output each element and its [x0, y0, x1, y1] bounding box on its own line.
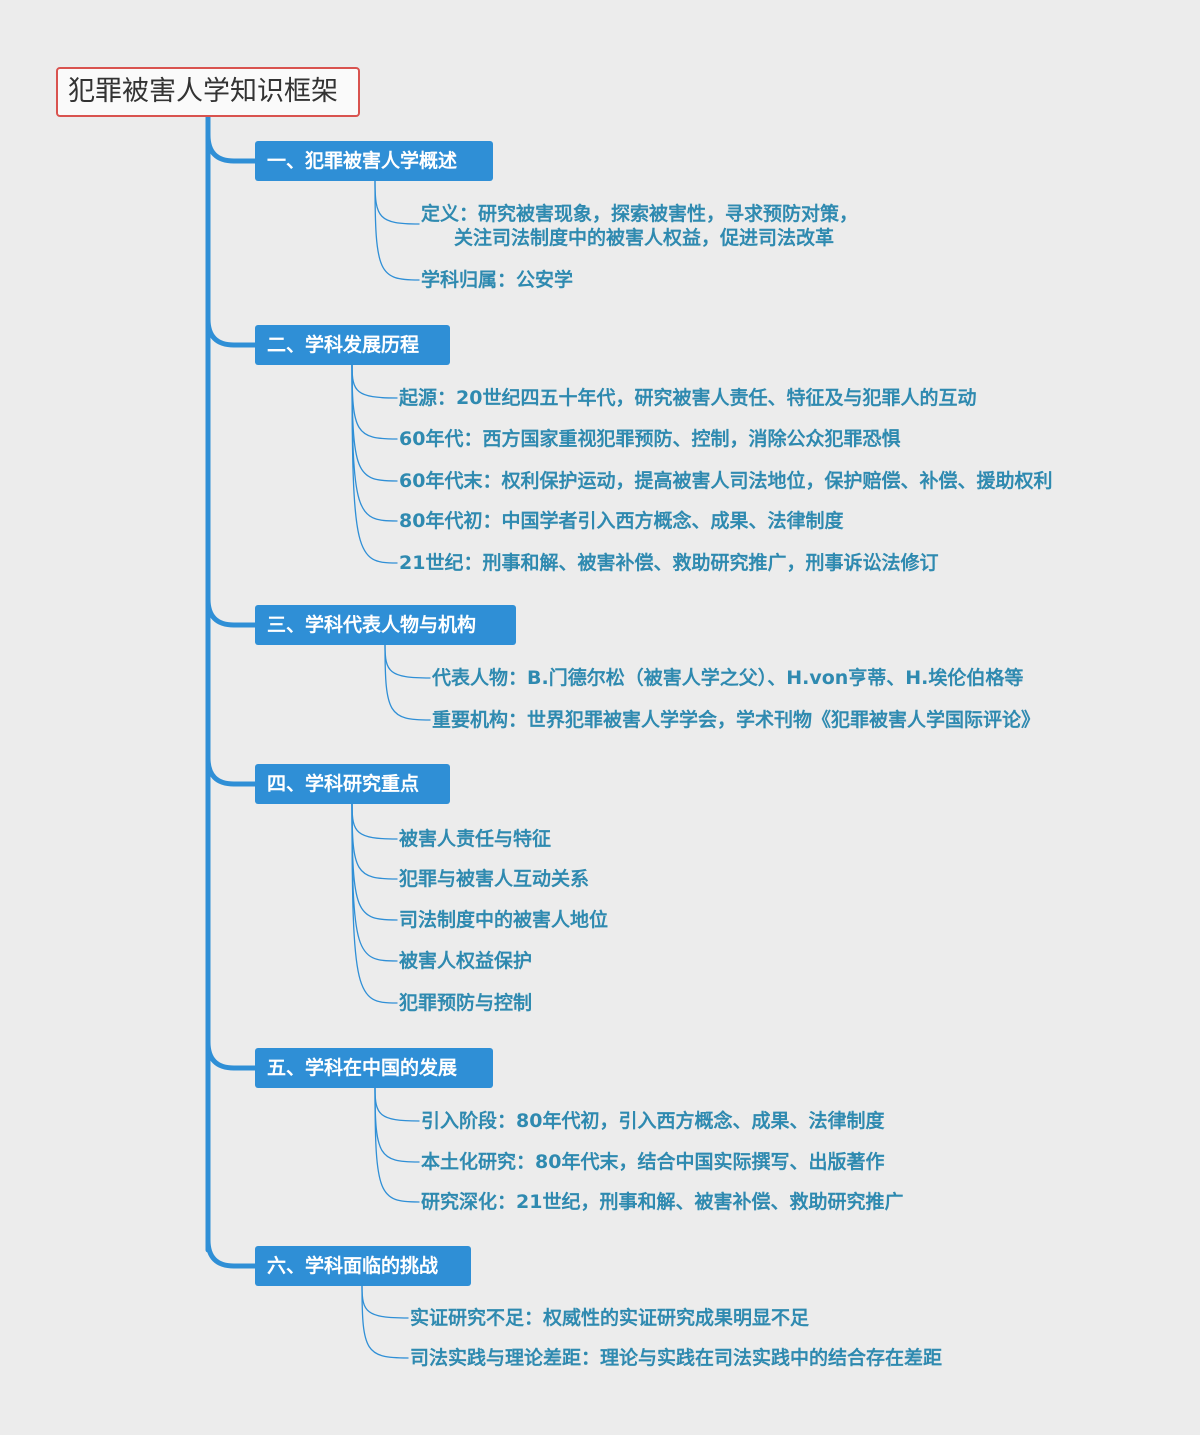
- root-node[interactable]: 犯罪被害人学知识框架: [56, 67, 360, 117]
- leaf-connector: [351, 364, 398, 522]
- leaf-connector: [351, 803, 398, 962]
- leaf-connector: [351, 364, 398, 440]
- section-research-focus[interactable]: 四、学科研究重点: [255, 764, 450, 804]
- section-history[interactable]: 二、学科发展历程: [255, 325, 450, 365]
- leaf-connector: [351, 364, 398, 482]
- leaf-connector: [351, 803, 398, 1004]
- leaf-text: 60年代：西方国家重视犯罪预防、控制，消除公众犯罪恐惧: [399, 428, 901, 450]
- leaf-focus-4[interactable]: 被害人权益保护: [399, 949, 532, 973]
- leaf-text: 代表人物：B.门德尔松（被害人学之父）、H.von亨蒂、H.埃伦伯格等: [432, 667, 1024, 689]
- leaf-text: 犯罪与被害人互动关系: [399, 868, 590, 890]
- section-branch-line: [205, 755, 258, 787]
- section-title: 三、学科代表人物与机构: [267, 614, 477, 636]
- section-branch-line: [205, 596, 258, 628]
- leaf-definition[interactable]: 定义：研究被害现象，探索被害性，寻求预防对策， 关注司法制度中的被害人权益，促进…: [421, 202, 858, 250]
- leaf-early-1980s[interactable]: 80年代初：中国学者引入西方概念、成果、法律制度: [399, 509, 843, 533]
- leaf-connector: [361, 1285, 409, 1319]
- section-branch-line: [205, 1237, 258, 1269]
- leaf-text: 学科归属：公安学: [421, 269, 574, 291]
- root-title: 犯罪被害人学知识框架: [68, 76, 338, 107]
- leaf-focus-1[interactable]: 被害人责任与特征: [399, 827, 551, 851]
- leaf-text: 引入阶段：80年代初，引入西方概念、成果、法律制度: [421, 1110, 885, 1132]
- leaf-china-intro[interactable]: 引入阶段：80年代初，引入西方概念、成果、法律制度: [421, 1109, 884, 1133]
- leaf-connector: [361, 1285, 409, 1359]
- leaf-challenge-gap[interactable]: 司法实践与理论差距：理论与实践在司法实践中的结合存在差距: [410, 1346, 942, 1370]
- leaf-focus-2[interactable]: 犯罪与被害人互动关系: [399, 867, 589, 891]
- leaf-1960s[interactable]: 60年代：西方国家重视犯罪预防、控制，消除公众犯罪恐惧: [399, 427, 900, 451]
- section-figures[interactable]: 三、学科代表人物与机构: [255, 605, 516, 645]
- leaf-china-localization[interactable]: 本土化研究：80年代末，结合中国实际撰写、出版著作: [421, 1150, 884, 1174]
- section-branch-line: [205, 132, 258, 164]
- leaf-connector: [351, 803, 398, 921]
- leaf-text: 80年代初：中国学者引入西方概念、成果、法律制度: [399, 510, 844, 532]
- section-title: 四、学科研究重点: [267, 773, 420, 795]
- leaf-text: 本土化研究：80年代末，结合中国实际撰写、出版著作: [421, 1151, 885, 1173]
- leaf-focus-3[interactable]: 司法制度中的被害人地位: [399, 908, 608, 932]
- leaf-text: 21世纪：刑事和解、被害补偿、救助研究推广，刑事诉讼法修订: [399, 552, 939, 574]
- section-title: 六、学科面临的挑战: [267, 1255, 439, 1277]
- leaf-connector: [351, 364, 398, 399]
- leaf-origin[interactable]: 起源：20世纪四五十年代，研究被害人责任、特征及与犯罪人的互动: [399, 386, 976, 410]
- leaf-text: 实证研究不足：权威性的实证研究成果明显不足: [410, 1307, 810, 1329]
- leaf-text: 犯罪预防与控制: [399, 992, 533, 1014]
- leaf-21st-century[interactable]: 21世纪：刑事和解、被害补偿、救助研究推广，刑事诉讼法修订: [399, 551, 938, 575]
- section-branch-line: [205, 1039, 258, 1071]
- leaf-late-1960s[interactable]: 60年代末：权利保护运动，提高被害人司法地位，保护赔偿、补偿、援助权利: [399, 469, 1052, 493]
- leaf-connector: [374, 1087, 420, 1122]
- leaf-china-deepening[interactable]: 研究深化：21世纪，刑事和解、被害补偿、救助研究推广: [421, 1190, 903, 1214]
- leaf-text: 司法实践与理论差距：理论与实践在司法实践中的结合存在差距: [410, 1347, 943, 1369]
- leaf-text: 定义：研究被害现象，探索被害性，寻求预防对策，: [421, 203, 859, 225]
- leaf-connector: [374, 1087, 420, 1163]
- leaf-connector: [351, 364, 398, 564]
- section-overview[interactable]: 一、犯罪被害人学概述: [255, 141, 493, 181]
- leaf-focus-5[interactable]: 犯罪预防与控制: [399, 991, 532, 1015]
- section-title: 二、学科发展历程: [267, 334, 420, 356]
- leaf-text-line2: 关注司法制度中的被害人权益，促进司法改革: [454, 227, 835, 249]
- leaf-text: 被害人责任与特征: [399, 828, 552, 850]
- leaf-connector-lines: [351, 180, 431, 1359]
- section-title: 一、犯罪被害人学概述: [267, 150, 458, 172]
- leaf-text: 60年代末：权利保护运动，提高被害人司法地位，保护赔偿、补偿、援助权利: [399, 470, 1053, 492]
- leaf-connector: [374, 180, 420, 225]
- leaf-representatives[interactable]: 代表人物：B.门德尔松（被害人学之父）、H.von亨蒂、H.埃伦伯格等: [432, 666, 1023, 690]
- leaf-text: 研究深化：21世纪，刑事和解、被害补偿、救助研究推广: [421, 1191, 904, 1213]
- leaf-connector: [374, 180, 420, 281]
- leaf-institutions[interactable]: 重要机构：世界犯罪被害人学学会，学术刊物《犯罪被害人学国际评论》: [432, 708, 1040, 732]
- leaf-connector: [384, 644, 431, 721]
- section-challenges[interactable]: 六、学科面临的挑战: [255, 1246, 471, 1286]
- leaf-discipline[interactable]: 学科归属：公安学: [421, 268, 573, 292]
- leaf-connector: [384, 644, 431, 679]
- leaf-connector: [351, 803, 398, 840]
- leaf-connector: [374, 1087, 420, 1203]
- leaf-text: 司法制度中的被害人地位: [399, 909, 609, 931]
- leaf-connector: [351, 803, 398, 880]
- leaf-text: 被害人权益保护: [399, 950, 533, 972]
- section-branch-line: [205, 316, 258, 348]
- section-title: 五、学科在中国的发展: [267, 1057, 458, 1079]
- section-china[interactable]: 五、学科在中国的发展: [255, 1048, 493, 1088]
- trunk-lines: [205, 114, 258, 1269]
- leaf-text: 起源：20世纪四五十年代，研究被害人责任、特征及与犯罪人的互动: [399, 387, 977, 409]
- leaf-challenge-empirical[interactable]: 实证研究不足：权威性的实证研究成果明显不足: [410, 1306, 809, 1330]
- leaf-text: 重要机构：世界犯罪被害人学学会，学术刊物《犯罪被害人学国际评论》: [432, 709, 1041, 731]
